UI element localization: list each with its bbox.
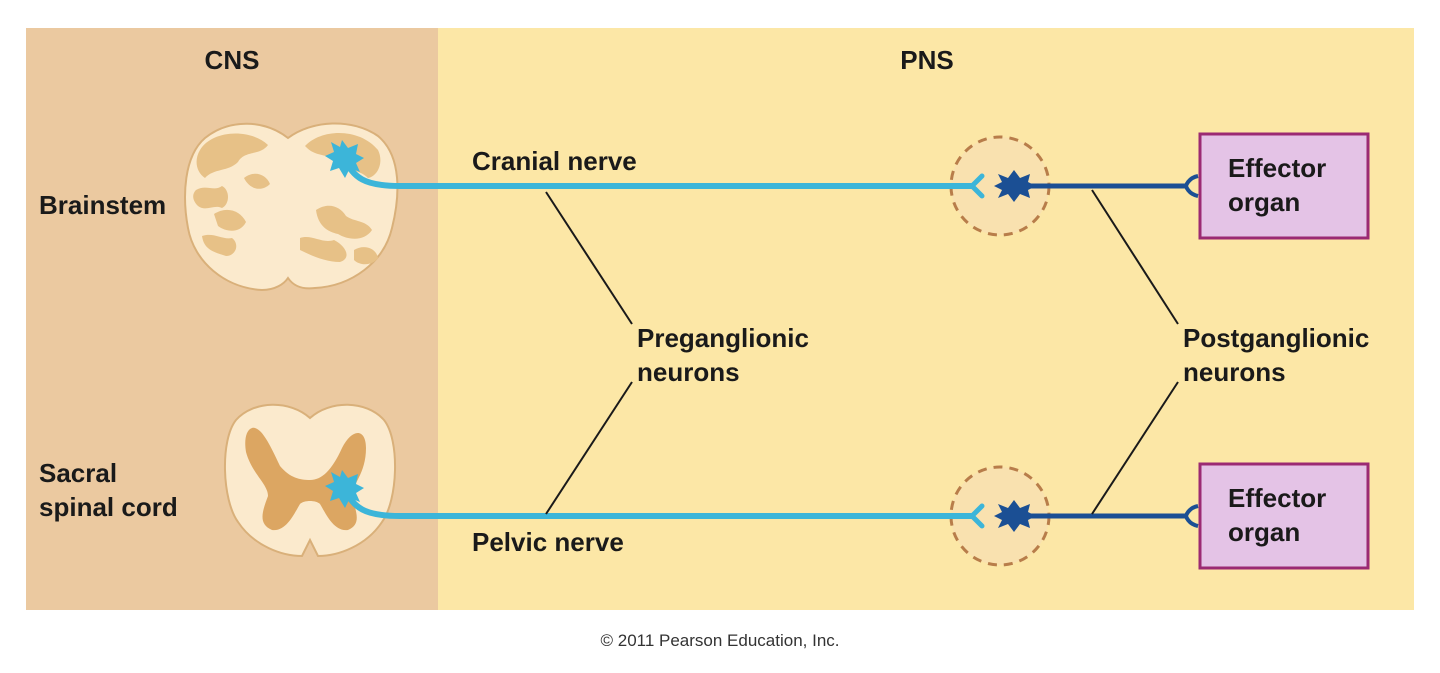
sacral-gray-matter — [245, 427, 366, 531]
copyright-notice: © 2011 Pearson Education, Inc. — [600, 631, 839, 650]
label-sacral-line1: Sacral — [39, 458, 117, 488]
pns-header: PNS — [900, 45, 953, 75]
label-postganglionic-line2: neurons — [1183, 357, 1286, 387]
preganglionic-cell-body-sacral — [325, 470, 364, 508]
sacral-cord-section — [223, 403, 397, 558]
label-sacral-line2: spinal cord — [39, 492, 178, 522]
label-preganglionic-line2: neurons — [637, 357, 740, 387]
effector-organ-bottom-label-1: Effector — [1228, 483, 1326, 513]
postganglionic-axon-top-terminal — [1183, 174, 1199, 198]
effector-organ-bottom: Effector organ — [1198, 462, 1370, 570]
effector-organ-top: Effector organ — [1198, 132, 1370, 240]
label-cranial-nerve: Cranial nerve — [472, 146, 637, 176]
postganglionic-axon-bottom-terminal — [1183, 504, 1199, 528]
postganglionic-cell-body-top — [994, 170, 1036, 202]
preganglionic-axon-pelvic-terminal — [969, 503, 985, 529]
effector-organ-top-label-2: organ — [1228, 187, 1300, 217]
effector-organ-top-box — [1198, 132, 1370, 240]
label-postganglionic-line1: Postganglionic — [1183, 323, 1369, 353]
leader-preganglionic-lower — [545, 381, 633, 515]
effector-organ-bottom-label-2: organ — [1228, 517, 1300, 547]
postganglionic-cell-body-bottom — [994, 500, 1036, 532]
leader-postganglionic-lower — [1091, 381, 1179, 515]
leader-postganglionic-upper — [1091, 189, 1179, 325]
label-brainstem: Brainstem — [39, 190, 166, 220]
label-preganglionic-line1: Preganglionic — [637, 323, 809, 353]
label-pelvic-nerve: Pelvic nerve — [472, 527, 624, 557]
brainstem-section — [184, 122, 399, 292]
cns-header: CNS — [205, 45, 260, 75]
effector-organ-top-label-1: Effector — [1228, 153, 1326, 183]
preganglionic-cell-body-brainstem — [325, 140, 364, 178]
leader-preganglionic-upper — [545, 191, 633, 325]
effector-organ-bottom-box — [1198, 462, 1370, 570]
preganglionic-axon-cranial-terminal — [969, 173, 985, 199]
